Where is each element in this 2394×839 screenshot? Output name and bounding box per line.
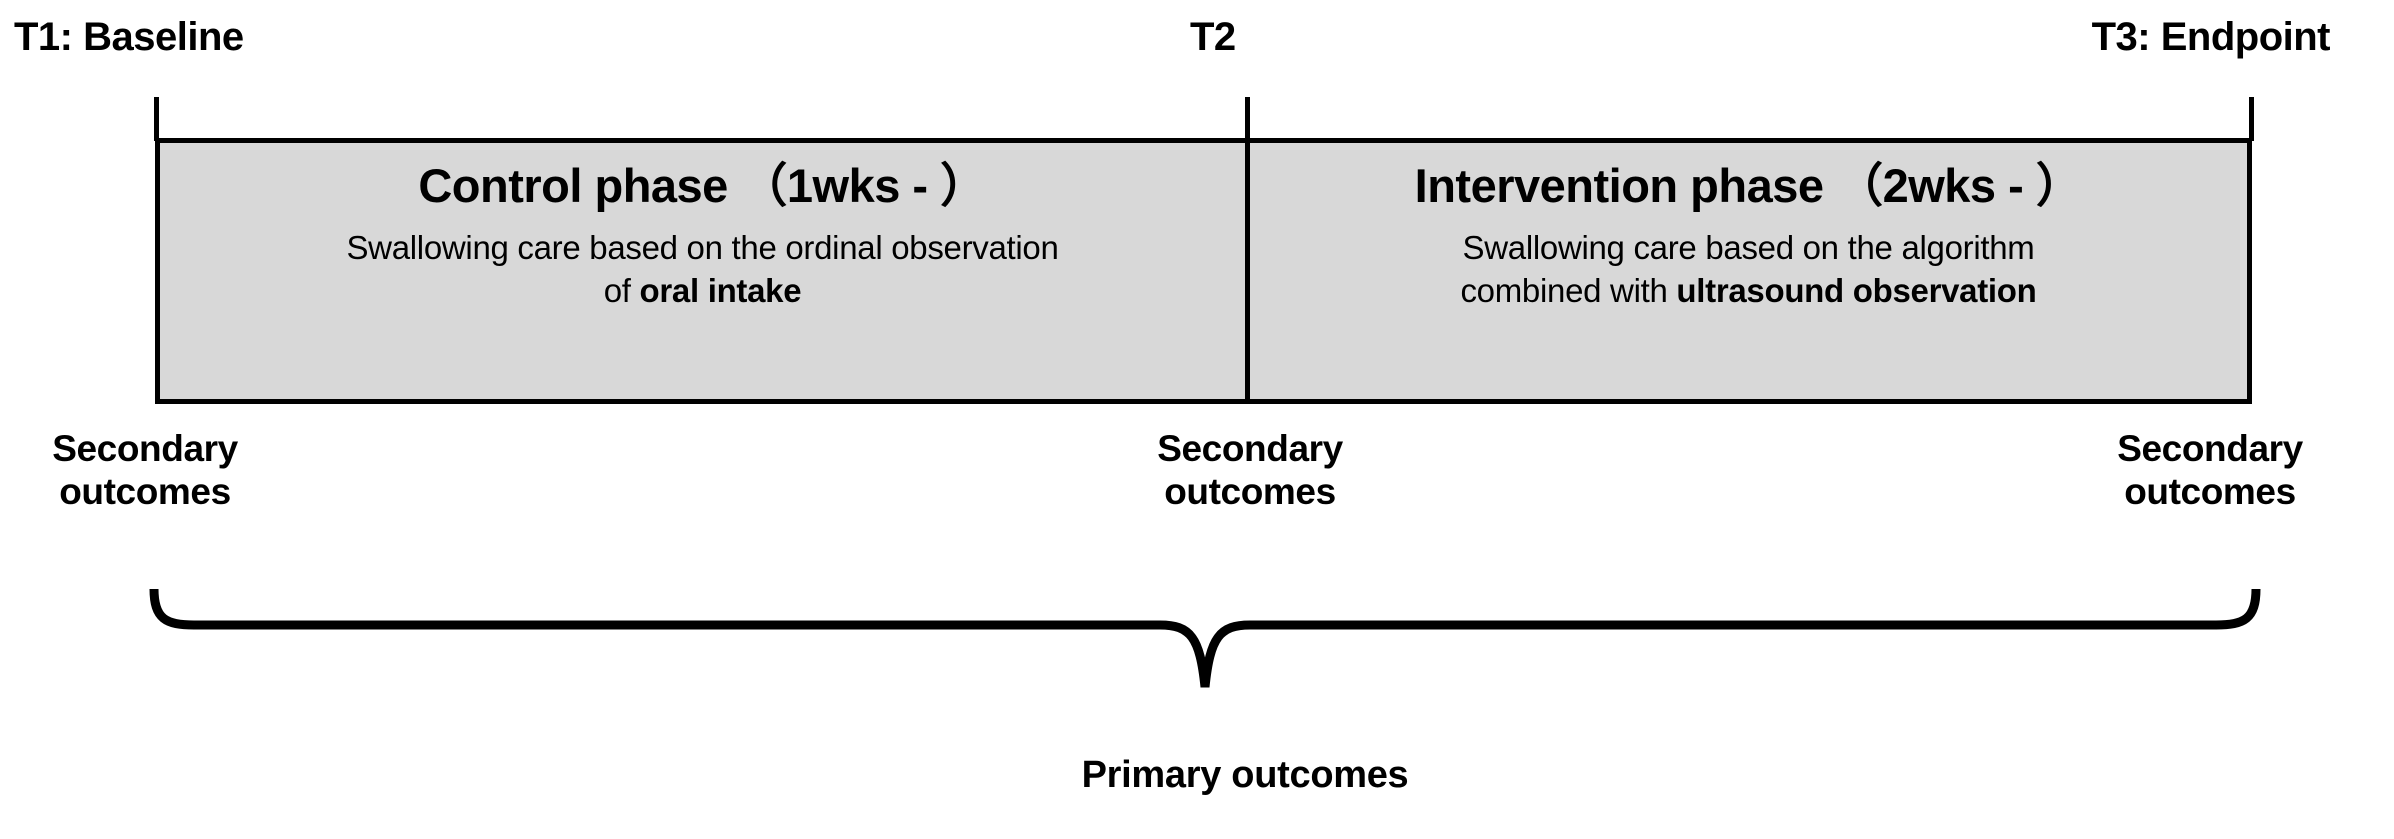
tick-mark-t1: [154, 97, 159, 141]
phase-control-title: Control phase （1wks - ）: [418, 159, 987, 212]
timepoint-label-t2: T2: [1190, 15, 1236, 59]
phase-control-desc-line1: Swallowing care based on the ordinal obs…: [346, 229, 1059, 267]
phase-control-description: Swallowing care based on the ordinal obs…: [346, 227, 1058, 311]
phase-intervention-desc-line2-bold: ultrasound observation: [1676, 271, 2037, 309]
primary-outcomes-label: Primary outcomes: [1081, 754, 1409, 796]
secondary-outcomes-label-t1: Secondary outcomes: [52, 428, 238, 512]
phase-intervention: Intervention phase （2wks - ） Swallowing …: [1250, 143, 2247, 399]
timepoint-label-t1: T1: Baseline: [14, 15, 244, 59]
secondary-outcomes-label-t2: Secondary outcomes: [1157, 428, 1343, 512]
tick-mark-t2: [1245, 97, 1250, 141]
phase-control: Control phase （1wks - ） Swallowing care …: [160, 143, 1250, 399]
timepoint-label-t3: T3: Endpoint: [2091, 15, 2331, 59]
phase-intervention-desc-line2-plain: combined with: [1460, 271, 1677, 309]
phase-control-desc-line2-bold: oral intake: [639, 271, 802, 309]
phase-intervention-title: Intervention phase （2wks - ）: [1414, 159, 2083, 212]
tick-mark-t3: [2249, 97, 2254, 141]
secondary-outcomes-label-t3: Secondary outcomes: [2117, 428, 2303, 512]
brace-icon: [149, 588, 2261, 688]
phase-intervention-desc-line1: Swallowing care based on the algorithm: [1462, 229, 2035, 267]
phase-control-desc-line2-plain: of: [603, 271, 640, 309]
phase-intervention-description: Swallowing care based on the algorithm c…: [1460, 227, 2036, 311]
brace-bracket: [140, 575, 2270, 710]
phase-bar: Control phase （1wks - ） Swallowing care …: [155, 138, 2252, 404]
